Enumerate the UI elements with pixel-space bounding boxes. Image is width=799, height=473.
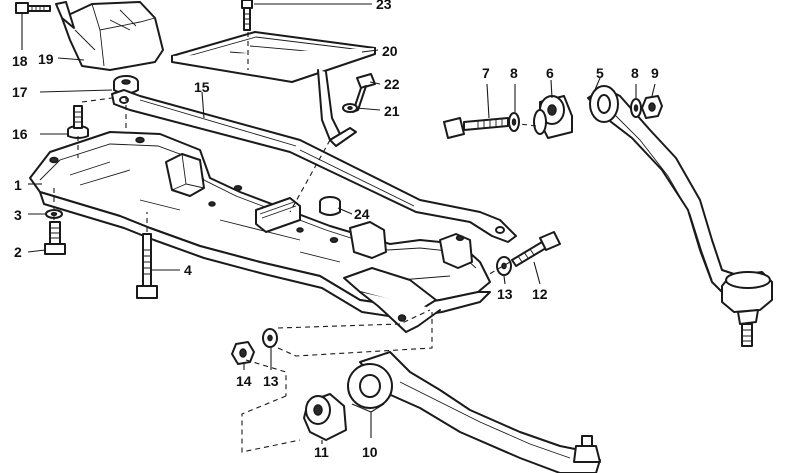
callout-15: 15 (194, 79, 210, 95)
plug-24 (319, 196, 341, 216)
control-arm-lower (347, 351, 601, 473)
callout-16: 16 (12, 126, 28, 142)
callout-17: 17 (12, 84, 28, 100)
bolt-18 (15, 2, 51, 14)
callout-13a: 13 (497, 286, 513, 302)
callout-24: 24 (354, 206, 370, 222)
nut-14 (231, 341, 255, 365)
leader-lines (21, 3, 656, 444)
callout-2: 2 (14, 244, 22, 260)
assembly-lines (53, 32, 537, 453)
callout-21: 21 (384, 103, 400, 119)
callout-12: 12 (532, 286, 548, 302)
callout-4: 4 (184, 262, 192, 278)
callout-8a: 8 (510, 65, 518, 81)
callout-20: 20 (382, 43, 398, 59)
callout-11: 11 (314, 444, 329, 460)
bolt-4 (136, 233, 158, 299)
callout-3: 3 (14, 207, 22, 223)
callout-19: 19 (38, 51, 54, 67)
callout-7: 7 (482, 65, 490, 81)
callout-22: 22 (384, 76, 400, 92)
callout-9: 9 (651, 65, 659, 81)
callout-5: 5 (596, 65, 604, 81)
bolt-7 (443, 117, 509, 139)
bolt-16 (67, 105, 89, 139)
callout-14: 14 (236, 373, 252, 389)
engine-mount-block (55, 1, 164, 71)
callout-10: 10 (362, 444, 378, 460)
bushing-11 (303, 393, 347, 441)
stabilizer-bar (111, 89, 517, 243)
bolt-2 (44, 221, 66, 255)
washer-13-right (496, 256, 512, 276)
control-arm-upper-right (587, 85, 773, 347)
washer-8-left (508, 112, 520, 132)
crossmember (29, 131, 491, 333)
callout-8b: 8 (631, 65, 639, 81)
bolt-12 (511, 231, 561, 267)
callout-23: 23 (376, 0, 392, 12)
nut-9 (641, 95, 663, 119)
bushing-6 (533, 95, 573, 139)
washer-13-left (262, 328, 278, 348)
washer-8-right (630, 98, 642, 118)
callout-13b: 13 (263, 373, 279, 389)
callout-18: 18 (12, 53, 28, 69)
washer-21 (342, 103, 358, 113)
callout-1: 1 (14, 177, 22, 193)
shield-plate (171, 31, 376, 147)
callout-labels: 1 2 3 4 5 6 7 8 8 9 10 11 12 13 13 14 15… (12, 0, 659, 460)
callout-6: 6 (546, 65, 554, 81)
bolt-23 (241, 0, 253, 31)
